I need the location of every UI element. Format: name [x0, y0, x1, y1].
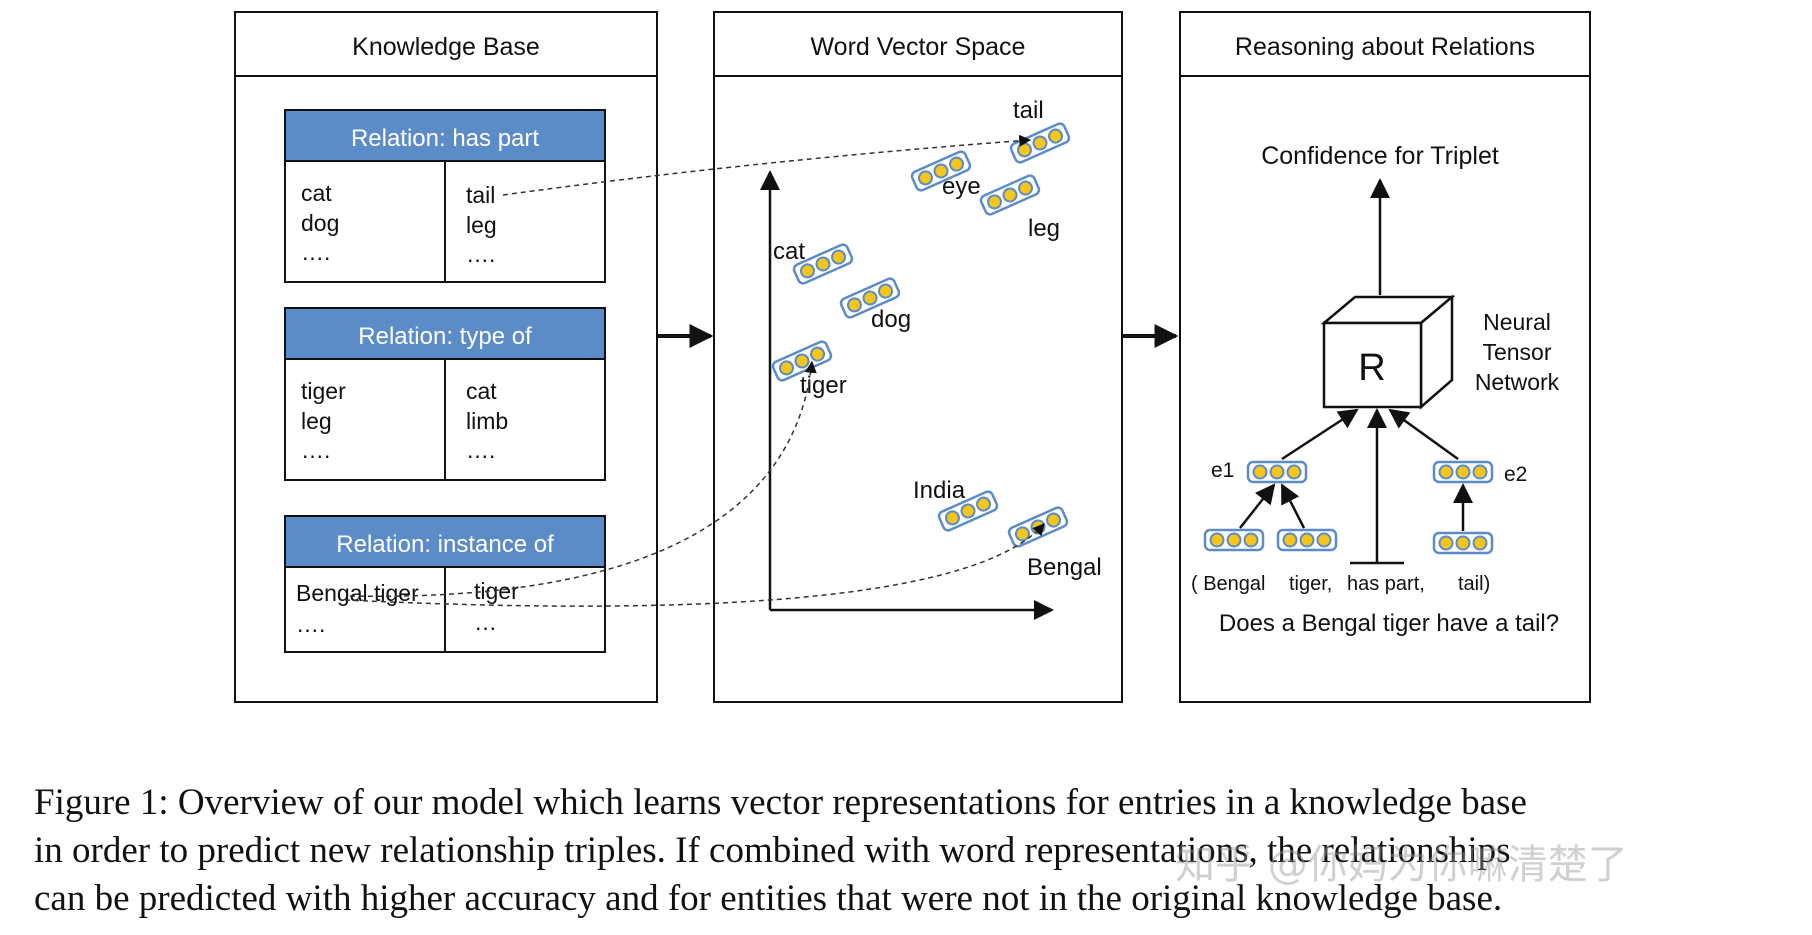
ntn-label: Tensor [1482, 339, 1551, 365]
vector-tail-word [1432, 531, 1494, 555]
table-cell: …. [466, 241, 495, 267]
relation-table-instance-of: Relation: instance of Bengal tiger …. ti… [284, 515, 606, 653]
cube-label: R [1358, 347, 1385, 389]
vector-tiger-word [1276, 528, 1338, 552]
figure-caption: Figure 1: Overview of our model which le… [34, 779, 1794, 923]
table-cell: leg [466, 212, 497, 238]
reasoning-panel: Reasoning about Relations Confidence for… [1179, 11, 1591, 703]
arrow-bengal-to-e1 [1239, 483, 1276, 529]
curve-bengal-tiger [349, 360, 817, 598]
watermark-text: 知乎 @你妈为你嘛清楚了 [1175, 842, 1628, 888]
table-cell: … [474, 609, 497, 635]
table-cell: …. [301, 437, 330, 463]
triplet-tiger: tiger, [1289, 573, 1332, 595]
word-label: eye [942, 173, 981, 200]
word-label: tail [1013, 97, 1044, 124]
table-cell: limb [466, 408, 508, 434]
table-cell: cat [301, 180, 332, 206]
table-cell: leg [301, 408, 332, 434]
arrow-e2-to-cube [1388, 408, 1459, 461]
word-label: leg [1028, 215, 1060, 242]
vector-bengal-word [1203, 528, 1265, 552]
word-label: cat [773, 238, 805, 265]
vector-e2 [1432, 460, 1494, 484]
tensor-cube [1320, 294, 1456, 410]
arrow-tiger-to-e1 [1280, 483, 1306, 529]
caption-line: Figure 1: Overview of our model which le… [34, 782, 1527, 823]
relation-table-type-of: Relation: type of tiger leg …. cat limb … [284, 307, 606, 481]
word-label: Bengal [1027, 554, 1102, 581]
table-header: Relation: type of [358, 323, 532, 350]
question-text: Does a Bengal tiger have a tail? [1219, 610, 1559, 637]
table-cell: dog [301, 210, 339, 236]
word-label: tiger [800, 372, 847, 399]
ntn-label: Neural [1483, 309, 1551, 335]
e2-label: e2 [1504, 463, 1527, 486]
reasoning-title: Reasoning about Relations [1235, 33, 1535, 61]
triplet-tail: tail) [1458, 573, 1490, 595]
table-header: Relation: has part [351, 125, 539, 152]
arrow-e1-to-cube [1281, 408, 1359, 461]
curve-tail [502, 134, 1032, 196]
vector-leg [978, 172, 1042, 218]
e1-label: e1 [1211, 459, 1234, 482]
table-cell: Bengal tiger [296, 580, 419, 606]
word-vector-space-panel: Word Vector Space tail eye leg cat dog t… [713, 11, 1123, 703]
caption-line: can be predicted with higher accuracy an… [34, 878, 1503, 919]
word-label: India [913, 477, 966, 504]
triplet-open: ( Bengal [1191, 573, 1266, 595]
vector-bengal [1006, 504, 1070, 550]
table-cell: tiger [301, 378, 346, 404]
relation-table-has-part: Relation: has part cat dog …. tail leg …… [284, 109, 606, 283]
mapping-curves [344, 134, 1045, 607]
table-header: Relation: instance of [336, 531, 554, 558]
caption-line: in order to predict new relationship tri… [34, 830, 1511, 871]
vector-tail [1008, 120, 1072, 166]
knowledge-base-panel: Knowledge Base Relation: has part cat do… [234, 11, 658, 703]
table-cell: cat [466, 378, 497, 404]
word-vector-space-title: Word Vector Space [811, 33, 1026, 61]
table-cell: …. [296, 611, 325, 637]
vector-e1 [1246, 460, 1308, 484]
table-cell: tail [466, 182, 495, 208]
table-cell: …. [301, 239, 330, 265]
confidence-label: Confidence for Triplet [1261, 142, 1499, 170]
triplet-relation: has part, [1347, 573, 1425, 595]
knowledge-base-title: Knowledge Base [352, 33, 540, 61]
table-cell: …. [466, 437, 495, 463]
word-label: dog [871, 306, 911, 333]
ntn-label: Network [1475, 369, 1560, 395]
curve-tiger [344, 523, 1045, 607]
